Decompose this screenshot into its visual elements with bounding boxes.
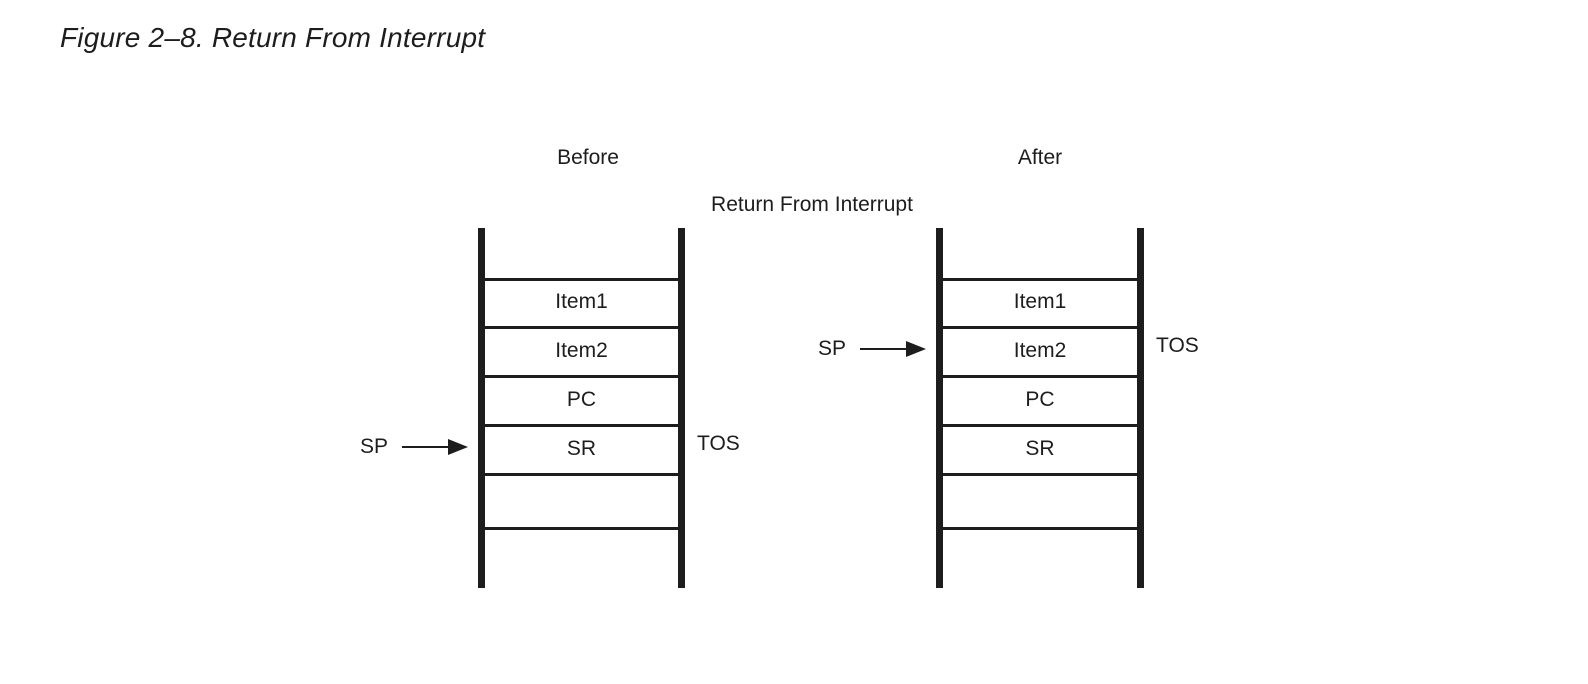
- stack-heading-after: After: [1017, 146, 1063, 169]
- stack-cell-sr: SR: [566, 436, 597, 460]
- stack-heading-before: Before: [557, 146, 619, 169]
- sp-label: SP: [360, 435, 389, 458]
- stack-right-rail: [1137, 228, 1144, 588]
- stack-cell-empty: [943, 228, 1137, 278]
- stack-divider: [939, 278, 1141, 281]
- stack-divider: [481, 326, 682, 329]
- stack-divider: [481, 278, 682, 281]
- stack-divider: [481, 375, 682, 378]
- stack-cell-item2: Item2: [1013, 338, 1067, 362]
- stack-left-rail: [936, 228, 943, 588]
- stack-divider: [939, 326, 1141, 329]
- figure-title: Figure 2–8. Return From Interrupt: [60, 22, 486, 53]
- stack-divider: [481, 424, 682, 427]
- stack-cell-empty: [943, 527, 1137, 588]
- stack-before: Item1 Item2 PC SR: [478, 228, 685, 588]
- stack-divider: [481, 527, 682, 530]
- stack-cell-item1: Item1: [555, 290, 608, 313]
- stack-cell-empty: [485, 473, 678, 527]
- stack-cell-empty: [485, 527, 678, 588]
- stack-divider: [939, 527, 1141, 530]
- arrow-right-icon: [402, 439, 469, 455]
- stack-pointer-before: SP: [360, 430, 469, 464]
- stack-cell-empty: [943, 473, 1137, 527]
- stack-cell-pc: PC: [1025, 387, 1055, 411]
- tos-label-after: TOS: [1156, 334, 1199, 357]
- stack-cell-pc: PC: [566, 387, 597, 411]
- stack-pointer-after: SP: [818, 332, 927, 366]
- stack-divider: [939, 473, 1141, 476]
- stack-cell-sr: SR: [1025, 436, 1055, 460]
- stack-left-rail: [478, 228, 485, 588]
- stack-after: Item1 Item2 PC SR: [936, 228, 1144, 588]
- stack-cell-item1: Item1: [1013, 290, 1067, 313]
- transition-label: Return From Interrupt: [711, 193, 913, 216]
- stack-cell-empty: [485, 228, 678, 278]
- stack-divider: [939, 375, 1141, 378]
- stack-divider: [939, 424, 1141, 427]
- arrow-right-icon: [860, 341, 927, 357]
- tos-label-before: TOS: [697, 432, 740, 455]
- stack-divider: [481, 473, 682, 476]
- sp-label: SP: [818, 337, 847, 360]
- stack-right-rail: [678, 228, 685, 588]
- stack-cell-item2: Item2: [555, 338, 608, 362]
